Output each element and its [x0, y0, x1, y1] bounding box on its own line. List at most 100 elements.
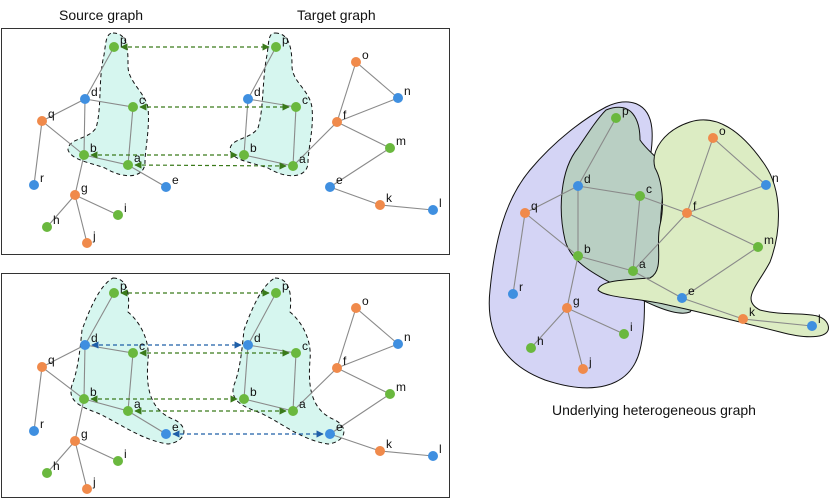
top-target-node-label-c: c: [302, 93, 308, 107]
top-target-node-b: [239, 150, 249, 160]
bottom-target-node-label-d: d: [254, 331, 261, 345]
underlying-node-p: [611, 113, 621, 123]
underlying-edge-e-k: [681, 297, 744, 320]
bottom-target-node-k: [375, 446, 385, 456]
top-target-node-label-b: b: [250, 141, 257, 155]
bottom-source-node-g: [70, 436, 80, 446]
top-target-node-k: [375, 200, 385, 210]
top-source-edge-g-i: [74, 194, 119, 216]
underlying-node-label-d: d: [584, 172, 591, 186]
top-source-node-a: [123, 160, 133, 170]
top-source-edge-g-j: [74, 194, 88, 244]
top-source-node-j: [82, 238, 92, 248]
top-source-region: [67, 32, 149, 177]
bottom-source-node-label-e: e: [172, 420, 179, 434]
bottom-source-node-label-d: d: [91, 331, 98, 345]
bottom-target-node-c: [291, 348, 301, 358]
underlying-edge-g-j: [566, 307, 584, 370]
graph-edges: [33, 46, 813, 490]
bottom-source-edge-q-b: [41, 366, 85, 400]
bottom-target-edge-f-m: [336, 367, 391, 395]
bottom-source-node-b: [79, 394, 89, 404]
underlying-graph-title: Underlying heterogeneous graph: [552, 402, 756, 418]
top-target-node-e: [325, 182, 335, 192]
bottom-source-node-label-i: i: [124, 447, 127, 461]
top-target-node-a: [288, 161, 298, 171]
bottom-target-node-a: [288, 406, 298, 416]
bottom-source-node-a: [123, 406, 133, 416]
underlying-edge-q-b: [524, 212, 579, 257]
underlying-node-h: [526, 343, 536, 353]
bottom-source-node-label-c: c: [139, 339, 145, 353]
bottom-target-node-label-p: p: [282, 279, 289, 293]
bottom-target-edge-e-k: [329, 433, 381, 452]
top-target-node-d: [243, 94, 253, 104]
top-source-node-label-b: b: [90, 141, 97, 155]
top-target-node-label-a: a: [299, 152, 306, 166]
top-target-edge-c-a: [292, 106, 297, 167]
underlying-edge-f-o: [686, 137, 714, 214]
top-target-node-n: [393, 93, 403, 103]
top-source-node-label-g: g: [81, 181, 88, 195]
top-source-node-label-i: i: [124, 201, 127, 215]
bottom-source-node-label-j: j: [92, 475, 96, 489]
underlying-edge-g-i: [566, 307, 625, 335]
underlying-edge-m-e: [681, 246, 759, 299]
top-target-edge-m-e: [329, 147, 391, 188]
bottom-target-node-label-m: m: [396, 380, 406, 394]
bottom-target-node-label-l: l: [439, 442, 442, 456]
top-source-node-h: [42, 222, 52, 232]
top-panel-frame: [1, 28, 450, 255]
top-source-node-r: [29, 180, 39, 190]
bottom-source-node-e: [161, 429, 171, 439]
underlying-edge-g-h: [530, 307, 568, 349]
bottom-panel-frame: [1, 273, 450, 498]
bottom-target-node-p: [271, 288, 281, 298]
underlying-edge-f-n: [686, 184, 767, 214]
underlying-node-g: [562, 303, 572, 313]
bottom-source-node-q: [37, 362, 47, 372]
top-source-node-g: [70, 190, 80, 200]
bottom-source-edge-p-d: [84, 292, 115, 346]
bottom-target-node-d: [243, 340, 253, 350]
bottom-target-node-label-e: e: [336, 420, 343, 434]
bottom-source-node-r: [29, 426, 39, 436]
top-target-edge-k-l: [379, 204, 434, 211]
top-source-node-label-q: q: [48, 107, 55, 121]
bottom-target-edge-f-n: [336, 343, 399, 369]
top-source-node-b: [79, 150, 89, 160]
top-source-node-e: [161, 182, 171, 192]
bottom-target-node-label-n: n: [404, 330, 411, 344]
underlying-node-label-p: p: [622, 104, 629, 118]
bottom-source-node-d: [80, 340, 90, 350]
bottom-source-node-c: [128, 348, 138, 358]
bottom-source-node-i: [113, 456, 123, 466]
target-graph-title: Target graph: [297, 7, 376, 23]
top-target-node-label-e: e: [336, 173, 343, 187]
top-source-node-label-h: h: [53, 213, 60, 227]
bottom-source-node-label-h: h: [53, 459, 60, 473]
underlying-edge-k-l: [742, 318, 813, 327]
underlying-edge-b-g: [566, 255, 579, 309]
underlying-node-label-i: i: [630, 320, 633, 334]
underlying-edge-a-e: [632, 270, 683, 299]
underlying-node-i: [619, 329, 629, 339]
bottom-target-node-f: [332, 363, 342, 373]
top-target-node-p: [271, 42, 281, 52]
underlying-node-label-c: c: [646, 182, 652, 196]
bottom-target-node-label-b: b: [250, 385, 257, 399]
underlying-edge-c-a: [632, 195, 641, 272]
top-target-node-o: [351, 57, 361, 67]
top-target-node-label-l: l: [439, 196, 442, 210]
bottom-target-node-label-c: c: [302, 339, 308, 353]
underlying-node-label-h: h: [537, 334, 544, 348]
bottom-source-node-label-q: q: [48, 353, 55, 367]
underlying-edge-f-m: [686, 212, 759, 248]
underlying-edge-d-q: [524, 185, 579, 214]
top-source-node-p: [109, 42, 119, 52]
top-source-node-d: [80, 94, 90, 104]
top-source-edge-d-b: [83, 98, 86, 156]
top-source-edge-g-h: [46, 194, 76, 228]
